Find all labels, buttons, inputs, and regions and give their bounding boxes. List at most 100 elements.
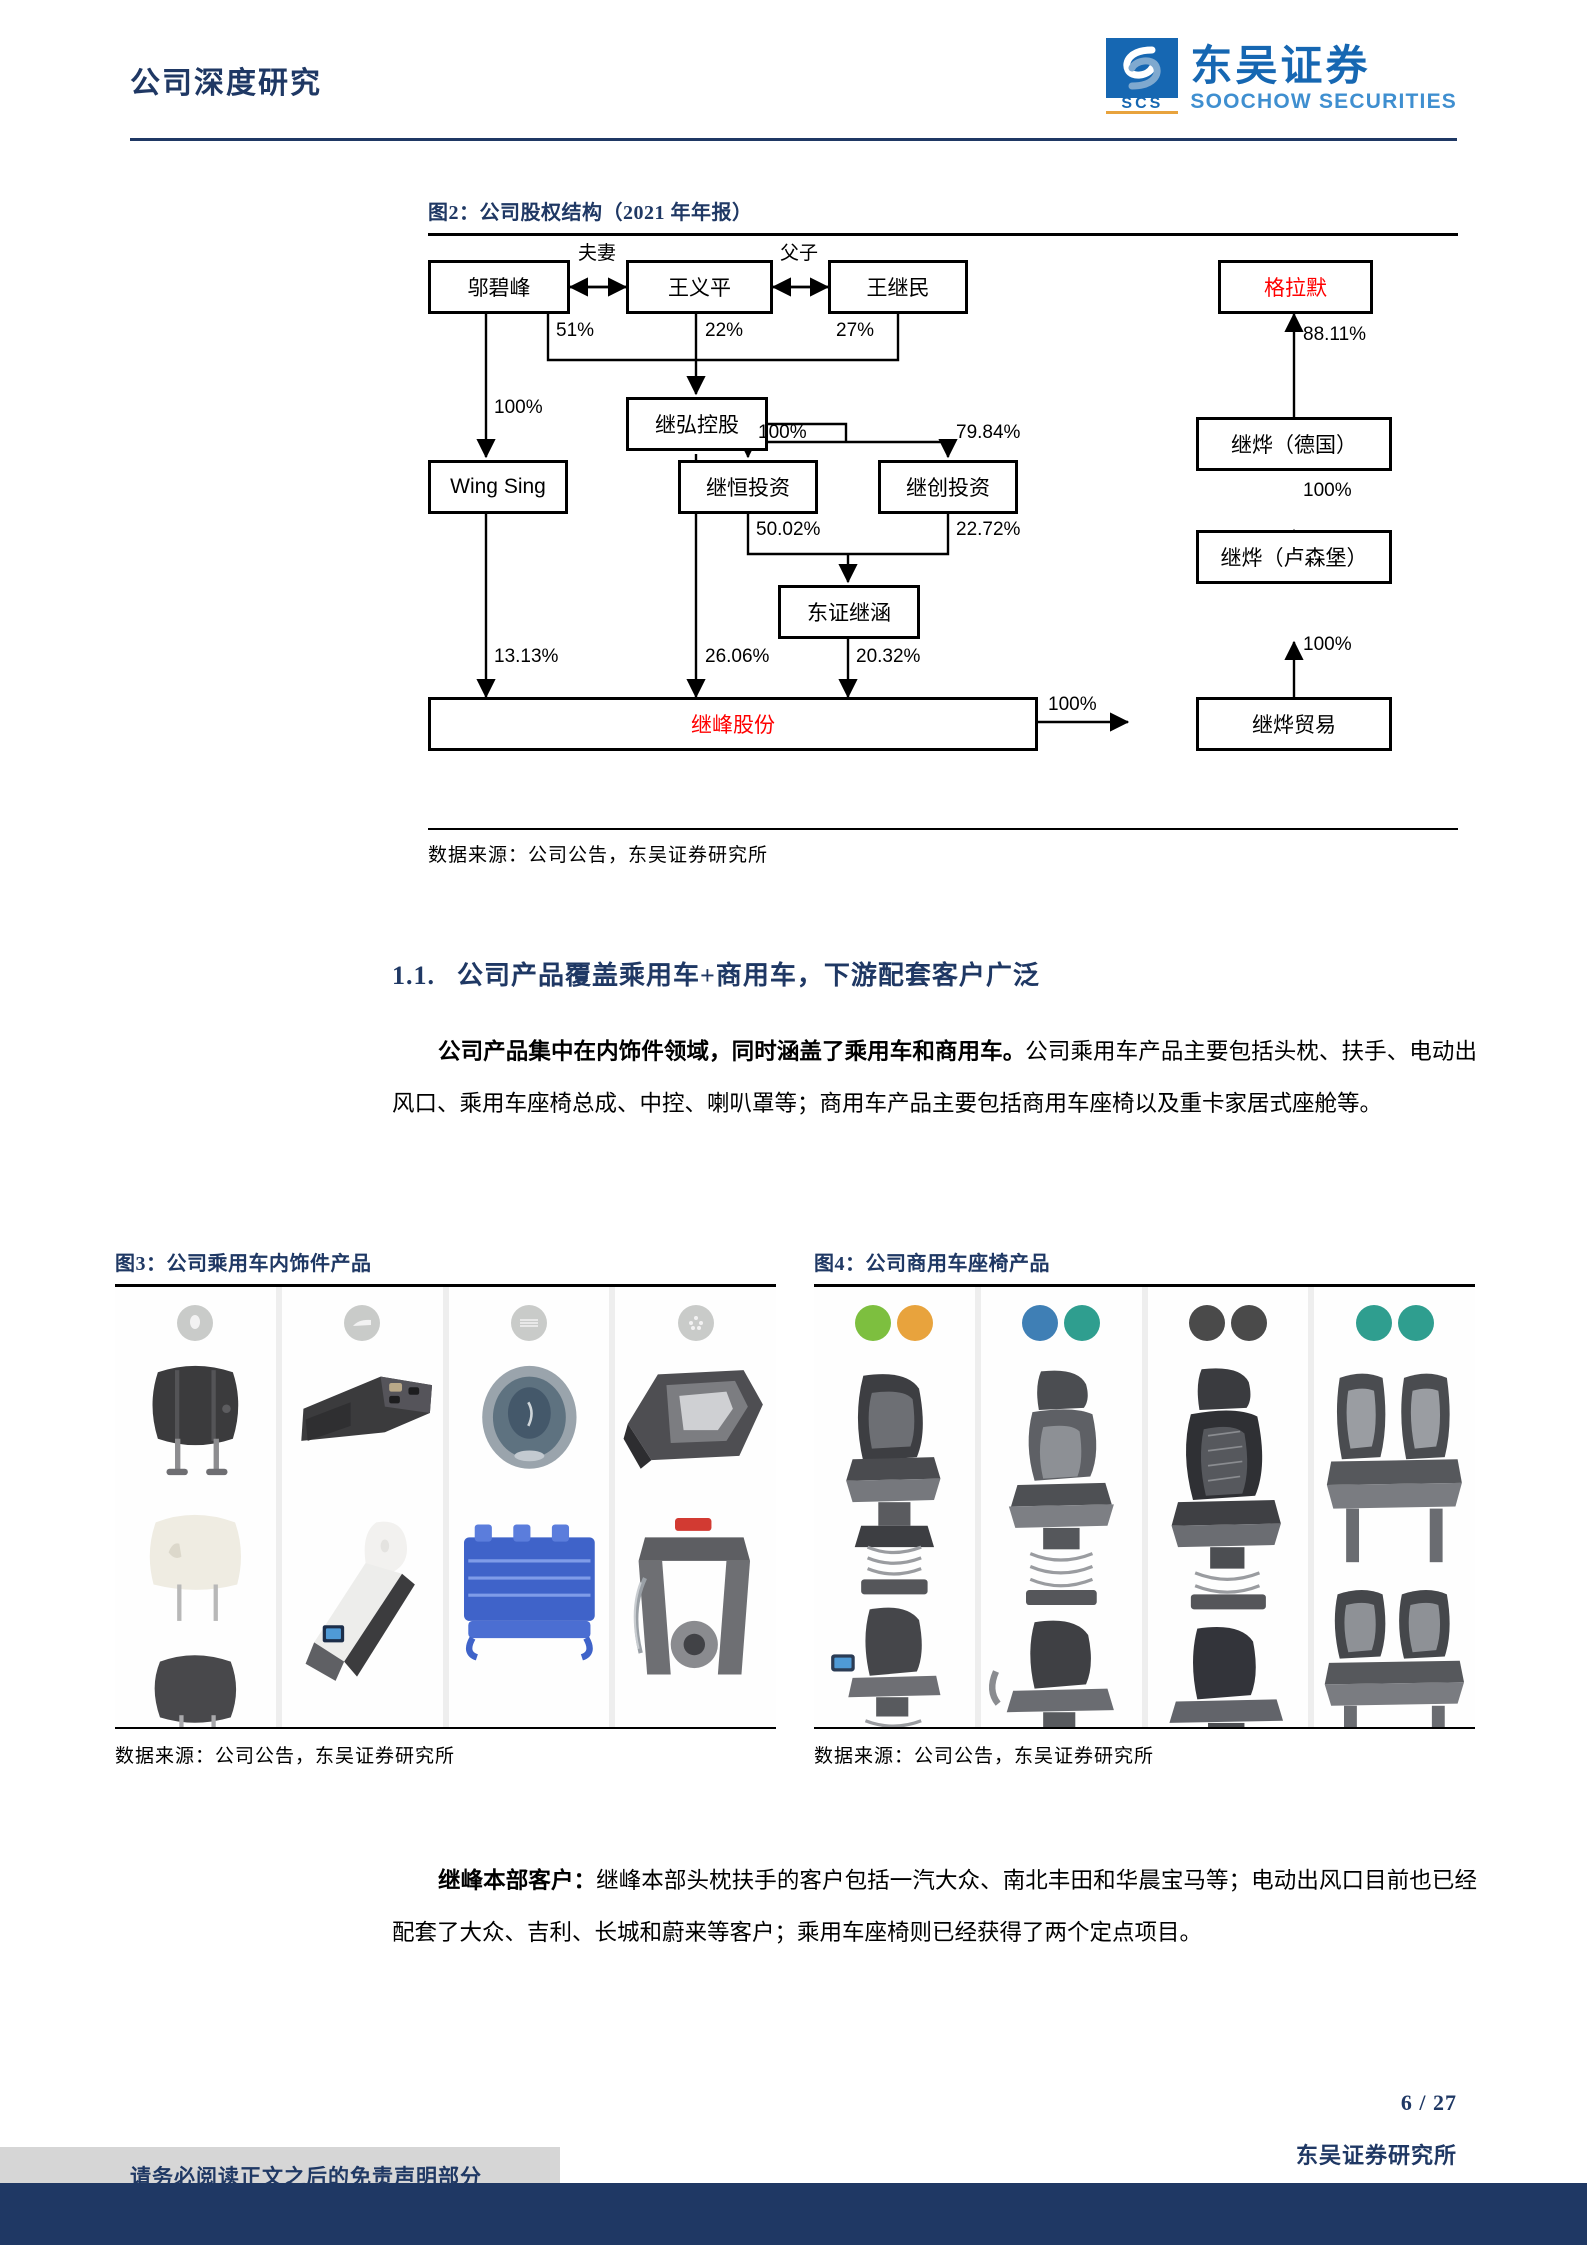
node-jihong-holding: 继弘控股 [626,397,768,451]
product-art [1148,1365,1309,1727]
figure-4-block: 图4：公司商用车座椅产品 [814,1247,1475,1768]
pct-jihong-to-jifeng: 26.06% [705,646,770,667]
truck-seat-icon [855,1305,892,1341]
figure-3-image [115,1287,776,1727]
figure-2-caption: 图2：公司股权结构（2021 年年报） [428,202,753,224]
node-jichuang-investment: 继创投资 [878,460,1018,514]
pct-jihong-to-jichuang: 79.84% [956,422,1021,443]
icon-row [1022,1305,1101,1353]
pct-wu-to-jihong: 51% [556,320,595,341]
pct-dongzheng-to-jifeng: 20.32% [856,646,921,667]
figure-2-block: 图2：公司股权结构（2021 年年报） [428,196,1458,867]
footer-bar [0,2183,1587,2245]
pct-trade-to-lux: 100% [1303,634,1352,655]
section-number: 1.1. [392,961,435,990]
product-art [814,1365,975,1727]
product-cell [981,1287,1148,1727]
figure-2-bottom-rule [428,828,1458,830]
product-cell [115,1287,282,1727]
node-grammer: 格拉默 [1218,260,1373,314]
figure-2-top-rule [428,233,1458,236]
product-art [449,1353,610,1727]
figure-2-source: 数据来源：公司公告，东吴证券研究所 [428,844,769,866]
node-jiye-luxembourg: 继烨（卢森堡） [1196,530,1392,584]
product-cell [1314,1287,1475,1727]
figure-4-image [814,1287,1475,1727]
product-art [981,1365,1142,1727]
figure-3-caption: 图3：公司乘用车内饰件产品 [115,1253,372,1275]
product-art [115,1353,276,1727]
pct-jihong-to-jiheng: 100% [758,422,807,443]
figure-3-source: 数据来源：公司公告，东吴证券研究所 [115,1745,456,1767]
figure-4-caption: 图4：公司商用车座椅产品 [814,1253,1050,1275]
pct-jifeng-to-trade: 100% [1048,694,1097,715]
page-title: 公司深度研究 [130,67,322,100]
section-1-1-paragraph: 公司产品集中在内饰件领域，同时涵盖了乘用车和商用车。公司乘用车产品主要包括头枕、… [392,1026,1477,1130]
armrest-icon [1230,1305,1267,1341]
bus-seat-icon [1022,1305,1059,1341]
section-1-1: 1.1. 公司产品覆盖乘用车+商用车，下游配套客户广泛 公司产品集中在内饰件领域，… [392,955,1477,1153]
cabin-icon [1188,1305,1225,1341]
product-cell [814,1287,981,1727]
icon-row [855,1305,934,1353]
figures-3-4-block: 图3：公司乘用车内饰件产品 [115,1247,1475,1768]
logo-company-en: SOOCHOW SECURITIES [1190,90,1457,113]
ownership-structure-diagram: 邬碧峰 王义平 王继民 夫妻 父子 51% 22% 27% 继弘控股 100% … [428,242,1458,842]
vent-icon [510,1305,547,1341]
icon-row [1188,1305,1267,1353]
seat-frame-icon [677,1305,714,1341]
figure-4-bottom-rule [814,1727,1475,1729]
scs-logo-text: SCS [1106,96,1179,114]
org-chart-connectors [476,277,1304,732]
swirl-icon [1123,46,1161,90]
node-wing-sing: Wing Sing [428,460,568,514]
icon-row [1355,1305,1434,1353]
node-wu-bifeng: 邬碧峰 [428,260,570,314]
node-jiye-trading: 继烨贸易 [1196,697,1392,751]
product-art [1314,1365,1475,1727]
customers-label: 继峰本部客户： [438,1868,597,1893]
scs-logo-icon: SCS [1106,38,1179,114]
figure-3-block: 图3：公司乘用车内饰件产品 [115,1247,776,1768]
page-number: 6 / 27 [1400,2090,1457,2115]
pct-wu-to-wingsing: 100% [494,397,543,418]
headrest-icon [177,1305,214,1341]
node-jiheng-investment: 继恒投资 [678,460,818,514]
pct-wingsing-to-jifeng: 13.13% [494,646,559,667]
header-divider [130,138,1457,141]
customers-paragraph: 继峰本部客户：继峰本部头枕扶手的客户包括一汽大众、南北丰田和华晨宝马等；电动出风… [392,1855,1477,1959]
node-jiye-germany: 继烨（德国） [1196,417,1392,471]
paragraph-lead-bold: 公司产品集中在内饰件领域，同时涵盖了乘用车和商用车。 [438,1039,1026,1064]
product-cell [615,1287,776,1727]
pct-jichuang-to-dongzheng: 22.72% [956,519,1021,540]
figure-4-top-rule [814,1284,1475,1287]
node-wang-jimin: 王继民 [828,260,968,314]
pct-jiheng-to-dongzheng: 50.02% [756,519,821,540]
armrest-icon [344,1305,381,1341]
company-logo: SCS 东吴证券 SOOCHOW SECURITIES [1106,38,1457,114]
pct-lux-to-de: 100% [1303,480,1352,501]
pct-wangyiping-to-jihong: 22% [705,320,744,341]
node-wang-yiping: 王义平 [626,260,773,314]
logo-company-cn: 东吴证券 [1190,41,1371,89]
product-cell [1148,1287,1315,1727]
product-cell [449,1287,616,1727]
headrest-icon [1064,1305,1101,1341]
customers-text: 继峰本部头枕扶手的客户包括一汽大众、南北丰田和华晨宝马等；电动出风口目前也已经配… [392,1868,1477,1945]
suspension-icon [897,1305,934,1341]
paragraph-rest: 公司乘用车产品主要包括头枕、扶手、电动出风口、乘用车座椅总成、中控、喇叭罩等；商… [392,1039,1477,1116]
section-title: 公司产品覆盖乘用车+商用车，下游配套客户广泛 [457,961,1040,990]
product-art [615,1353,776,1727]
product-cell [282,1287,449,1727]
double-seat-icon [1355,1305,1392,1341]
figure-3-top-rule [115,1284,776,1287]
pct-wangjimin-to-jihong: 27% [836,320,875,341]
page-header: 公司深度研究 SCS 东吴证券 SOOCHOW SECURITIES [0,0,1587,141]
section-1-1-heading: 1.1. 公司产品覆盖乘用车+商用车，下游配套客户广泛 [392,955,1477,992]
node-jifeng-shares: 继峰股份 [428,697,1038,751]
relation-spouse: 夫妻 [578,243,617,264]
figure-3-bottom-rule [115,1727,776,1729]
figure-4-source: 数据来源：公司公告，东吴证券研究所 [814,1745,1155,1767]
product-art [282,1353,443,1727]
node-dongzheng-jihan: 东证继涵 [778,585,920,639]
